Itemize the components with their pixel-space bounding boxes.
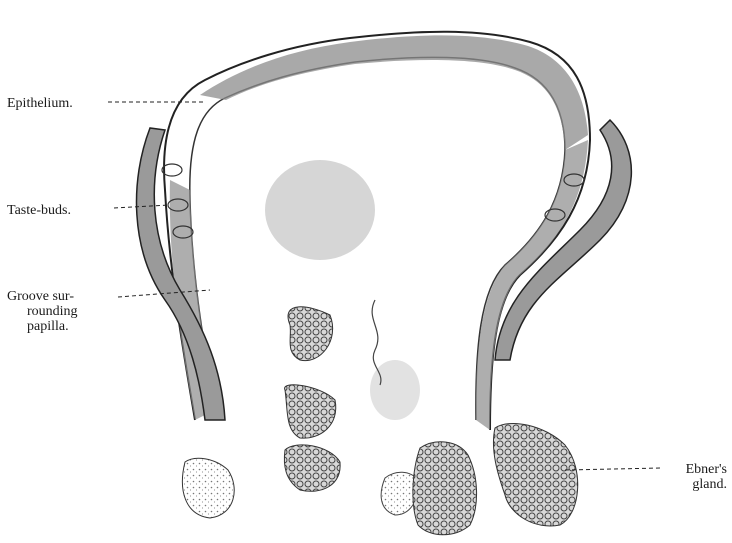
- connective-tissue: [265, 160, 420, 420]
- label-groove-line3: papilla.: [7, 319, 78, 334]
- label-groove: Groove sur- rounding papilla.: [7, 289, 78, 334]
- ebner-glands: [182, 307, 577, 535]
- label-epithelium: Epithelium.: [7, 96, 73, 111]
- label-ebner-line1: Ebner's: [664, 462, 727, 477]
- label-taste-buds: Taste-buds.: [7, 203, 71, 218]
- label-ebner-gland: Ebner's gland.: [664, 462, 727, 492]
- label-groove-line2: rounding: [7, 304, 78, 319]
- label-ebner-line2: gland.: [664, 477, 727, 492]
- label-groove-line1: Groove sur-: [7, 289, 78, 304]
